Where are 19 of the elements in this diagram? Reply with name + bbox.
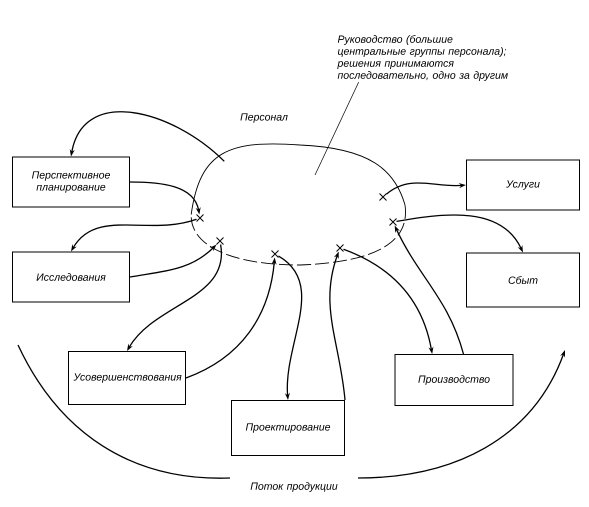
personnel-blob (190, 144, 406, 266)
process-box: Проектирование (231, 400, 345, 456)
leader-line (314, 82, 360, 176)
decision-cross (196, 214, 204, 222)
flow-label: Поток продукции (250, 482, 338, 492)
process-box: Усовершенствования (68, 351, 186, 405)
annotation-text: решения принимаются последовательно, одно за другим (337, 61, 508, 81)
process-box: Перспективное планирование (12, 156, 130, 208)
decision-cross (389, 218, 397, 226)
decision-cross (216, 237, 224, 245)
annotation-text: Руководство (большие центральные группы персонала); (338, 35, 506, 57)
process-box: Исследования (12, 252, 130, 302)
decision-cross (379, 193, 387, 201)
blob-label: Персонал (240, 113, 288, 123)
decision-cross (271, 250, 279, 258)
process-box: Сбыт (466, 252, 580, 308)
decision-cross (336, 244, 344, 252)
process-box: Услуги (466, 160, 580, 210)
process-box: Производство (394, 354, 514, 406)
